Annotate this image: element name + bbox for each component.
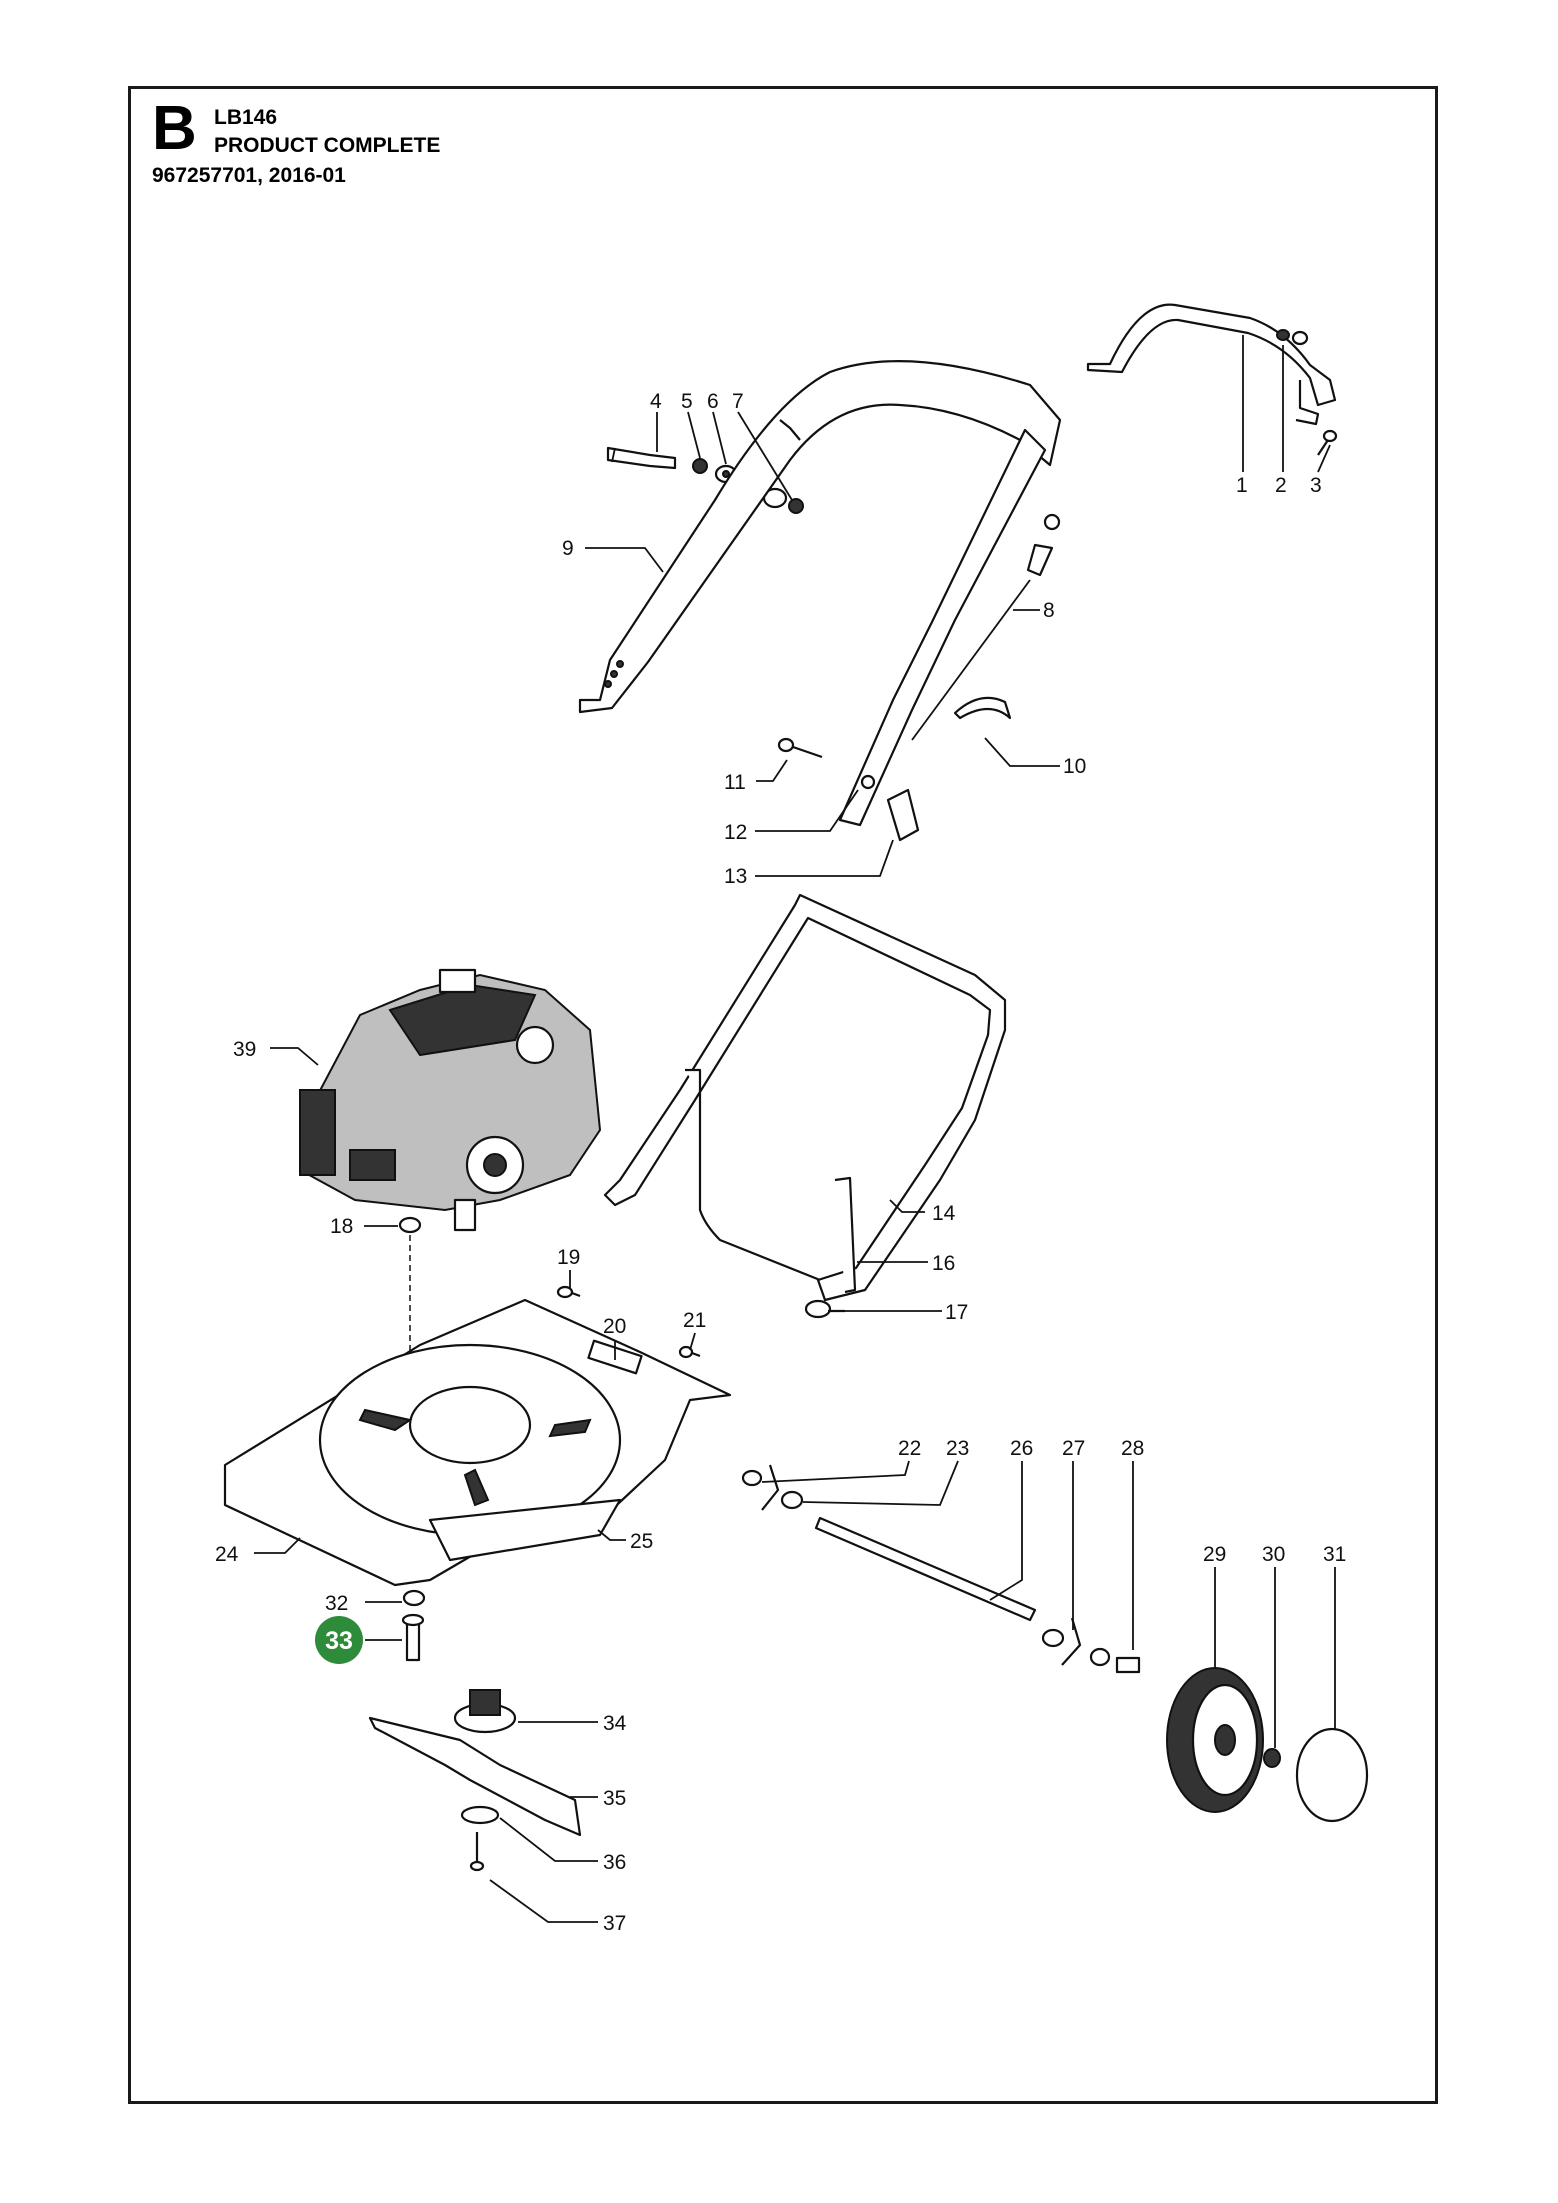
part-27-spring[interactable] xyxy=(1041,1617,1082,1666)
part-29-wheel[interactable] xyxy=(1166,1667,1264,1813)
part-16-bail[interactable] xyxy=(685,1068,857,1294)
callout-24[interactable]: 24 xyxy=(215,1543,239,1566)
callout-6[interactable]: 6 xyxy=(707,390,719,413)
callout-12[interactable]: 12 xyxy=(724,821,747,844)
callout-3[interactable]: 3 xyxy=(1310,474,1322,497)
callout-16[interactable]: 16 xyxy=(932,1252,955,1275)
part-number-date: 967257701, 2016-01 xyxy=(152,164,346,187)
callout-26[interactable]: 26 xyxy=(1010,1437,1033,1460)
model-name: LB146 xyxy=(214,106,278,129)
highlight-badge xyxy=(315,1616,363,1664)
callout-5[interactable]: 5 xyxy=(681,390,693,413)
part-31-hubcap[interactable] xyxy=(1295,1727,1369,1823)
callout-7[interactable]: 7 xyxy=(732,390,744,413)
section-letter: B xyxy=(152,94,197,163)
callout-35[interactable]: 35 xyxy=(603,1787,626,1810)
part-18-washer[interactable] xyxy=(398,1216,422,1234)
part-21-screw[interactable] xyxy=(678,1345,701,1359)
part-10-cable-clip[interactable] xyxy=(953,696,1012,720)
part-9-upper-handle[interactable] xyxy=(578,360,1062,827)
part-14-lower-handle[interactable] xyxy=(603,893,1007,1302)
callout-18[interactable]: 18 xyxy=(330,1215,353,1238)
callout-34[interactable]: 34 xyxy=(603,1712,627,1735)
part-3-screw[interactable] xyxy=(1317,429,1338,456)
callout-1[interactable]: 1 xyxy=(1236,474,1248,497)
part-25-deck-skirt[interactable] xyxy=(428,1498,622,1562)
drawing-frame xyxy=(128,86,1438,2104)
part-13-clamp[interactable] xyxy=(886,788,920,842)
part-22-spring[interactable] xyxy=(741,1464,780,1511)
callout-4[interactable]: 4 xyxy=(650,390,662,413)
part-17-bolt[interactable] xyxy=(804,1299,845,1319)
callout-30[interactable]: 30 xyxy=(1262,1543,1285,1566)
callout-19[interactable]: 19 xyxy=(557,1246,580,1269)
callout-27[interactable]: 27 xyxy=(1062,1437,1085,1460)
part-30-nut[interactable] xyxy=(1263,1748,1281,1768)
part-2-nut[interactable] xyxy=(1276,329,1309,346)
part-32-washer[interactable] xyxy=(402,1589,426,1607)
part-28-bushing[interactable] xyxy=(1089,1647,1141,1674)
part-4-handle-bolt[interactable] xyxy=(606,446,677,470)
callout-10[interactable]: 10 xyxy=(1063,755,1086,778)
part-11-screw[interactable] xyxy=(777,737,823,759)
callout-14[interactable]: 14 xyxy=(932,1202,956,1225)
part-1-control-bar[interactable] xyxy=(1086,303,1337,426)
callout-39[interactable]: 39 xyxy=(233,1038,256,1061)
callout-22[interactable]: 22 xyxy=(898,1437,921,1460)
part-5-nut[interactable] xyxy=(692,458,708,474)
callout-17[interactable]: 17 xyxy=(945,1301,968,1324)
callout-37[interactable]: 37 xyxy=(603,1912,626,1935)
callout-labels: 1 2 3 4 5 6 7 8 9 10 11 12 13 14 16 17 1… xyxy=(215,390,1346,1935)
part-37-blade-bolt[interactable] xyxy=(469,1832,485,1872)
callout-32[interactable]: 32 xyxy=(325,1592,348,1615)
callout-31[interactable]: 31 xyxy=(1323,1543,1346,1566)
part-23-washer[interactable] xyxy=(780,1490,804,1510)
page-title: PRODUCT COMPLETE xyxy=(214,134,441,157)
callout-2[interactable]: 2 xyxy=(1275,474,1287,497)
callout-21[interactable]: 21 xyxy=(683,1309,706,1332)
callout-11[interactable]: 11 xyxy=(724,771,746,794)
callout-28[interactable]: 28 xyxy=(1121,1437,1144,1460)
callout-23[interactable]: 23 xyxy=(946,1437,969,1460)
callout-13[interactable]: 13 xyxy=(724,865,747,888)
callout-20[interactable]: 20 xyxy=(603,1315,626,1338)
part-33-bolt[interactable] xyxy=(401,1613,425,1662)
callout-8[interactable]: 8 xyxy=(1043,599,1055,622)
part-7-washer-nut[interactable] xyxy=(762,487,804,514)
part-26-axle[interactable] xyxy=(814,1516,1037,1622)
leader-lines xyxy=(254,335,1336,1923)
callout-33-highlight[interactable]: 33 xyxy=(315,1616,363,1664)
part-39-engine[interactable] xyxy=(298,968,602,1232)
callout-25[interactable]: 25 xyxy=(630,1530,653,1553)
callout-9[interactable]: 9 xyxy=(562,537,574,560)
part-19-screw[interactable] xyxy=(556,1285,581,1299)
part-36-blade-washer[interactable] xyxy=(460,1805,500,1825)
part-8-cable[interactable] xyxy=(911,513,1061,741)
part-12-washer[interactable] xyxy=(860,774,876,790)
callout-33[interactable]: 33 xyxy=(325,1627,353,1655)
callout-29[interactable]: 29 xyxy=(1203,1543,1226,1566)
callout-36[interactable]: 36 xyxy=(603,1851,626,1874)
part-35-blade[interactable] xyxy=(368,1716,582,1837)
part-34-blade-adapter[interactable] xyxy=(453,1689,517,1734)
